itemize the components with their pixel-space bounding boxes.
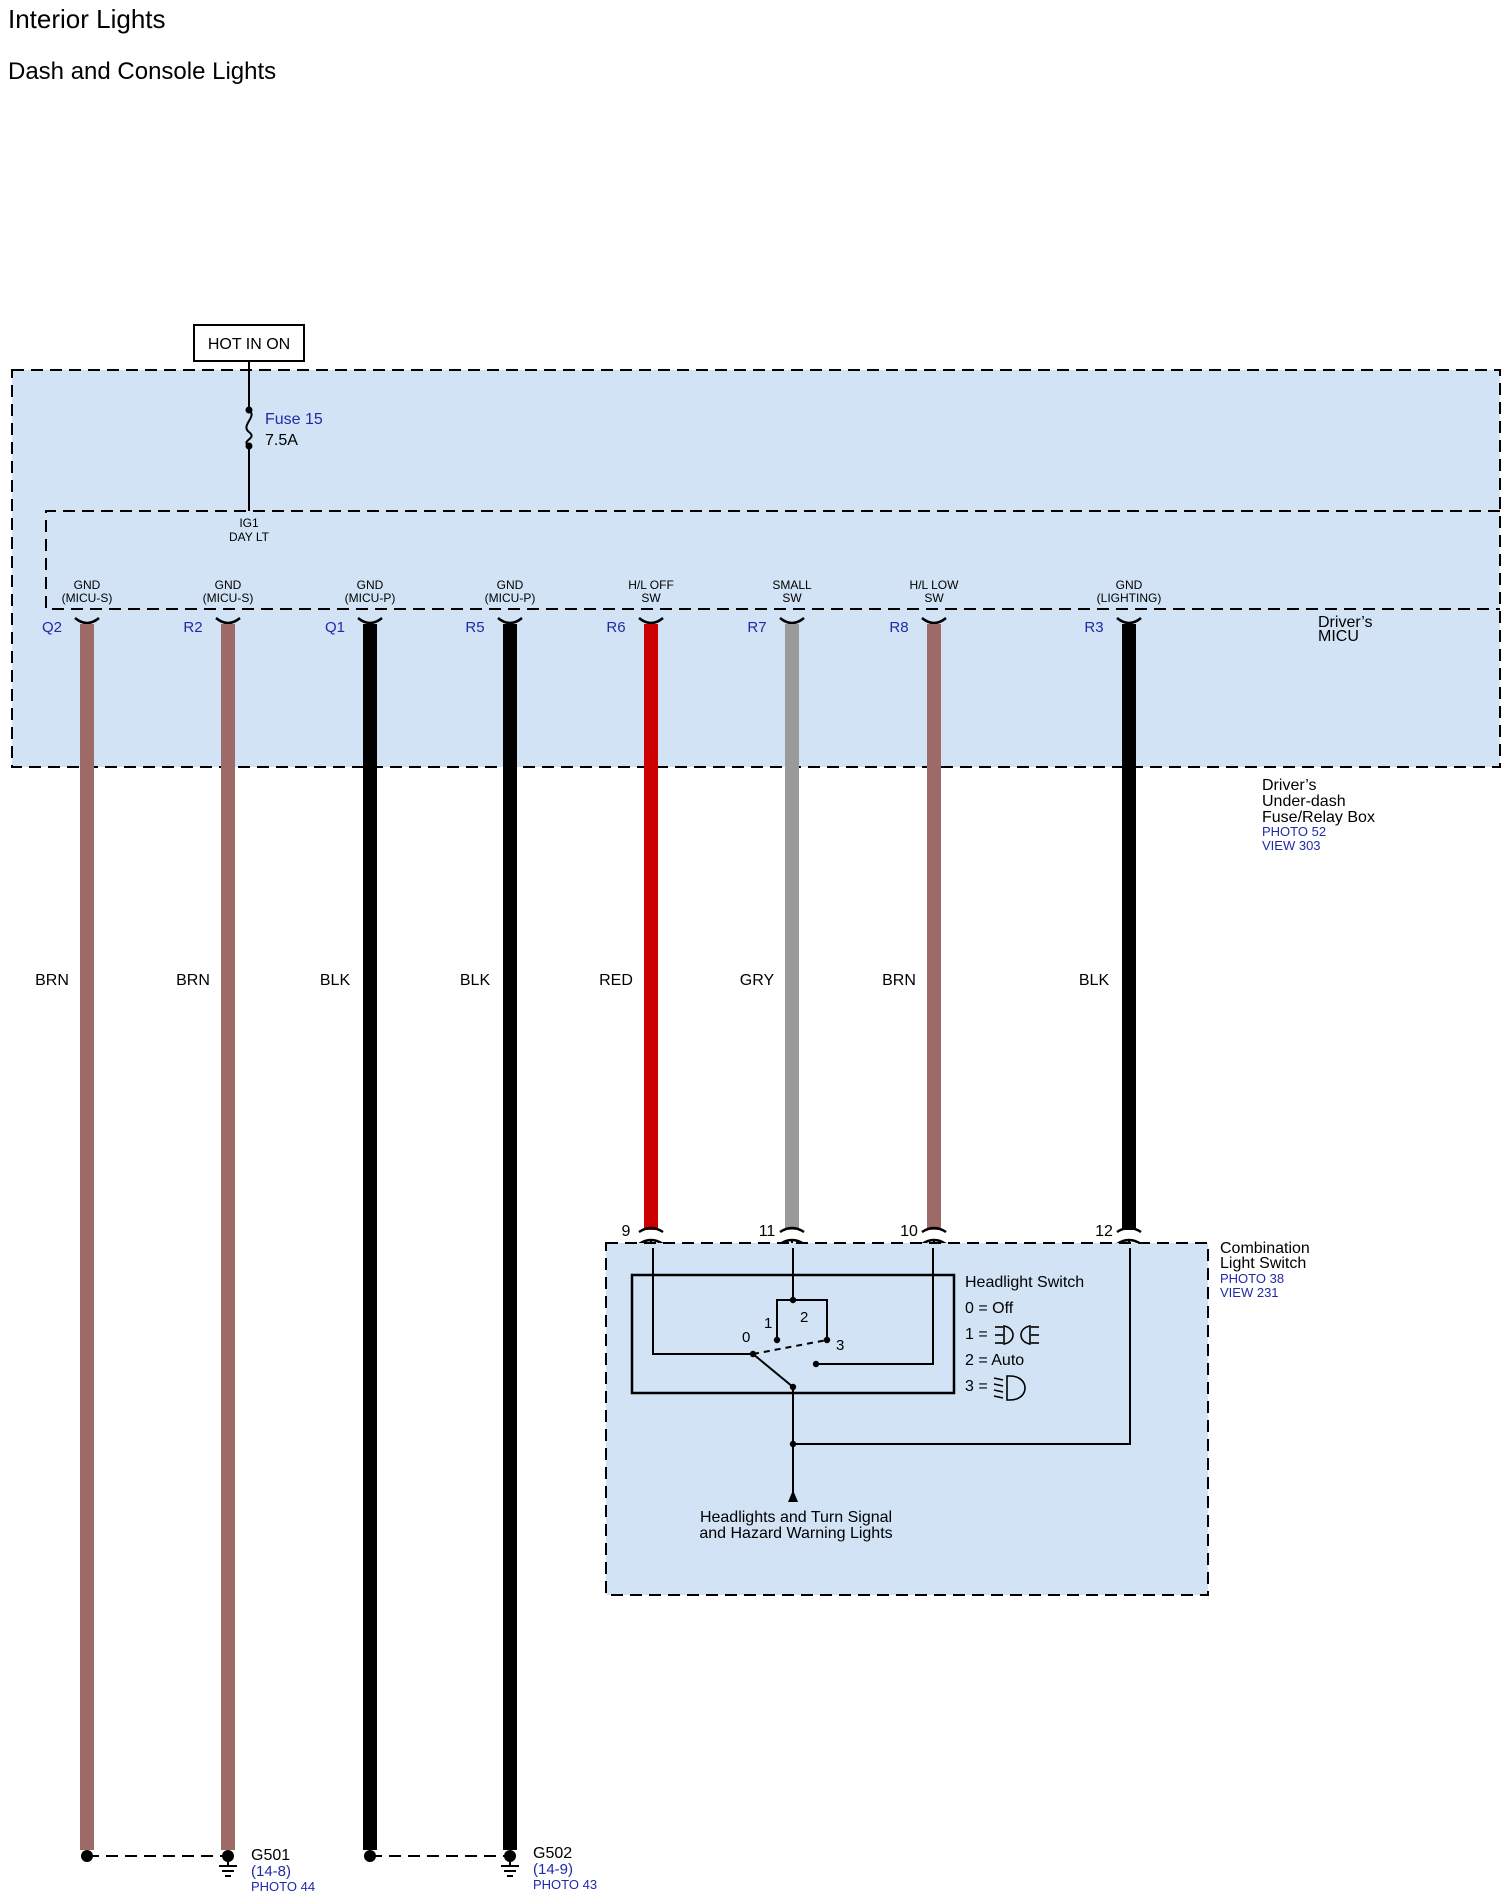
wire-function-sublabel: SW xyxy=(641,591,661,605)
headlight-switch-label: Headlight Switch xyxy=(965,1274,1084,1291)
fuse-box-label-line2: Under-dash xyxy=(1262,793,1346,810)
pin-label: R5 xyxy=(465,619,484,636)
connector-terminal xyxy=(779,1226,805,1234)
switch-internal-wiring xyxy=(652,1248,1131,1493)
ground-g501-photo: PHOTO 44 xyxy=(251,1879,315,1894)
wires-group: GND(MICU-S)Q2BRNGND(MICU-S)R2BRNGND(MICU… xyxy=(35,578,1161,1850)
connector-terminal xyxy=(497,617,523,625)
wire-color-label: BLK xyxy=(320,972,351,989)
ground-g501 xyxy=(81,1850,237,1877)
hot-in-on-box xyxy=(193,324,305,362)
wire-function-label: GND xyxy=(497,578,524,592)
ground-g502 xyxy=(364,1850,519,1877)
wire-function-label: GND xyxy=(74,578,101,592)
pin-label: R3 xyxy=(1084,619,1103,636)
wire-function-label: H/L OFF xyxy=(628,578,674,592)
wire-color-label: BRN xyxy=(35,972,69,989)
fuse-name: Fuse 15 xyxy=(265,411,323,428)
combo-switch-name-line2: Light Switch xyxy=(1220,1255,1306,1272)
switch-contact-2: 2 xyxy=(800,1309,808,1326)
connector-terminal xyxy=(215,617,241,625)
wire-function-sublabel: (MICU-S) xyxy=(62,591,113,605)
connector-terminal xyxy=(779,617,805,625)
connector-terminal xyxy=(74,617,100,625)
pin-label: R2 xyxy=(183,619,202,636)
parking-lights-icon xyxy=(995,1325,1039,1345)
page-subtitle: Dash and Console Lights xyxy=(8,58,276,85)
day-lt-label: DAY LT xyxy=(229,530,270,544)
fuse-symbol xyxy=(245,409,253,447)
connector-terminal xyxy=(1116,617,1142,625)
pin-label: R6 xyxy=(606,619,625,636)
fuse-relay-box-region xyxy=(11,369,1501,768)
wire-function-sublabel: SW xyxy=(782,591,802,605)
hot-in-on-label: HOT IN ON xyxy=(208,336,290,353)
fuse-box-photo-ref: PHOTO 52 xyxy=(1262,824,1326,839)
wire-function-sublabel: (MICU-S) xyxy=(203,591,254,605)
wire-color-label: BLK xyxy=(1079,972,1110,989)
pin-label: R8 xyxy=(889,619,908,636)
pin-label: Q2 xyxy=(42,619,62,636)
wire-function-label: GND xyxy=(357,578,384,592)
ground-g502-name: G502 xyxy=(533,1845,572,1862)
fuse-box-label-line3: Fuse/Relay Box xyxy=(1262,809,1375,826)
ground-symbol-icon xyxy=(219,1856,237,1877)
connector-terminal xyxy=(638,1226,664,1234)
fuse-rating: 7.5A xyxy=(265,432,298,449)
ground-g501-name: G501 xyxy=(251,1847,290,1864)
connector-terminal xyxy=(357,617,383,625)
micu-label-line1: Driver’s xyxy=(1318,614,1373,631)
wire-color-label: BRN xyxy=(176,972,210,989)
wire-function-sublabel: (MICU-P) xyxy=(345,591,396,605)
headlight-pos-0: 0 = Off xyxy=(965,1300,1014,1317)
wire-function-label: H/L LOW xyxy=(910,578,960,592)
wire-function-label: SMALL xyxy=(772,578,812,592)
connector-terminal xyxy=(1116,1226,1142,1234)
switch-contact-3: 3 xyxy=(836,1337,844,1354)
output-label-line1: Headlights and Turn Signal xyxy=(700,1509,892,1526)
wire-color-label: BRN xyxy=(882,972,916,989)
switch-pin-number: 12 xyxy=(1095,1223,1113,1240)
wire-color-label: GRY xyxy=(740,972,775,989)
wire-function-label: GND xyxy=(1116,578,1143,592)
switch-pin-number: 11 xyxy=(759,1223,776,1240)
headlight-pos-3: 3 = xyxy=(965,1378,988,1395)
wire-function-label: GND xyxy=(215,578,242,592)
switch-contact-0: 0 xyxy=(742,1329,750,1346)
switch-pin-number: 9 xyxy=(622,1223,631,1240)
switch-contacts xyxy=(749,1296,831,1448)
wire-color-label: BLK xyxy=(460,972,491,989)
micu-outline xyxy=(45,510,1500,610)
headlight-low-beam-icon xyxy=(993,1375,1026,1401)
combo-switch-photo-ref: PHOTO 38 xyxy=(1220,1271,1284,1286)
switch-contact-1: 1 xyxy=(764,1315,772,1332)
switch-pin-number: 10 xyxy=(900,1223,918,1240)
ground-symbol-icon xyxy=(501,1856,519,1877)
fuse-box-view-ref: VIEW 303 xyxy=(1262,838,1321,853)
pin-label: Q1 xyxy=(325,619,345,636)
wire-function-sublabel: (LIGHTING) xyxy=(1097,591,1162,605)
fuse-box-label-line1: Driver’s xyxy=(1262,777,1317,794)
wire-function-sublabel: SW xyxy=(924,591,944,605)
connector-terminal xyxy=(921,1226,947,1234)
micu-label-line2: MICU xyxy=(1318,628,1359,645)
page-title: Interior Lights xyxy=(8,4,166,34)
ground-g501-ref: (14-8) xyxy=(251,1863,291,1880)
connector-terminal xyxy=(921,617,947,625)
wire-function-sublabel: (MICU-P) xyxy=(485,591,536,605)
connector-terminal xyxy=(638,617,664,625)
headlight-pos-2: 2 = Auto xyxy=(965,1352,1024,1369)
output-arrow-icon xyxy=(788,1490,798,1502)
ground-g502-ref: (14-9) xyxy=(533,1861,573,1878)
combo-switch-name-line1: Combination xyxy=(1220,1240,1310,1257)
pin-label: R7 xyxy=(747,619,766,636)
wire-color-label: RED xyxy=(599,972,633,989)
combination-switch-region xyxy=(605,1242,1209,1596)
ground-g502-photo: PHOTO 43 xyxy=(533,1877,597,1892)
combo-switch-view-ref: VIEW 231 xyxy=(1220,1285,1279,1300)
headlight-pos-1: 1 = xyxy=(965,1326,988,1343)
ig1-label: IG1 xyxy=(239,516,259,530)
output-label-line2: and Hazard Warning Lights xyxy=(699,1525,892,1542)
